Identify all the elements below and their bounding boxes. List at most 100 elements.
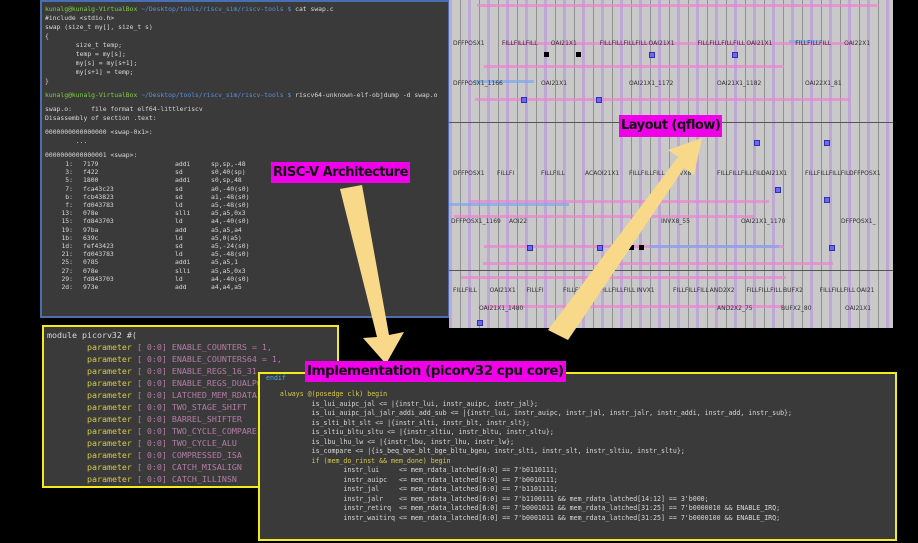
disasm-cell: s0,40(sp) xyxy=(211,168,246,177)
cell-label: FILLFILL xyxy=(563,287,587,294)
disasm-cell: a5,a5,0x3 xyxy=(211,209,246,218)
cell-label: DFFPOSX1_1169 xyxy=(451,218,501,225)
disasm-cell: sd xyxy=(175,242,183,251)
cell-label: OAI21X1_1170 xyxy=(741,218,786,225)
metal-route xyxy=(461,276,786,279)
disasm-cell: ld xyxy=(175,250,183,259)
code-line: is_lbu_lhu_lw <= |{instr_lbu, instr_lhu,… xyxy=(264,438,891,448)
cell-label: AOI22 xyxy=(509,218,528,225)
disasm-cell: sd xyxy=(175,168,183,177)
implementation-code: endif always @(posedge clk) begin is_lui… xyxy=(258,372,897,541)
terminal-line: swap (size_t my[], size_t s) xyxy=(45,23,445,32)
disasm-cell: 5: xyxy=(65,176,73,185)
terminal-line: #include <stdio.h> xyxy=(45,14,445,23)
range: [ 0:0] xyxy=(136,438,167,448)
keyword: parameter xyxy=(86,366,132,376)
via xyxy=(477,320,483,326)
label-riscv-architecture: RISC-V Architecture xyxy=(271,162,410,183)
disasm-cell: 639c xyxy=(83,233,99,242)
source-line: my[s] = my[s+1]; xyxy=(45,59,138,67)
cell-label: DFFPOSX1_1166 xyxy=(453,80,503,87)
disasm-cell: addi xyxy=(175,176,191,185)
range: [ 0:0] xyxy=(136,402,167,412)
disasm-cell: a5,a5,a4 xyxy=(211,225,242,234)
cell-label: FILLFI xyxy=(526,287,544,294)
disasm-cell: 2d: xyxy=(61,283,73,292)
arrow-riscv-to-implementation xyxy=(340,185,404,364)
parameter-line: parameter [ 0:0] ENABLE_REGS_16_31 xyxy=(47,365,334,377)
prompt-user: kunalg@kunalg-VirtualBox xyxy=(45,5,138,13)
terminal-line: kunalg@kunalg-VirtualBox ~/Desktop/tools… xyxy=(45,5,445,14)
prompt-user: kunalg@kunalg-VirtualBox xyxy=(45,91,138,99)
cell-label: DFFPOSX1_ xyxy=(841,218,876,225)
via xyxy=(775,187,781,193)
disasm-cell: a5,a5,1 xyxy=(211,258,238,267)
disasm-cell: 19: xyxy=(61,225,73,234)
cell-label: BUFX2 xyxy=(783,287,803,294)
terminal-line: Disassembly of section .text: xyxy=(45,114,445,123)
disasm-cell: 3: xyxy=(65,168,73,177)
disasm-cell: ld xyxy=(175,217,183,226)
range: [ 0:0] xyxy=(136,426,167,436)
parameter-line: parameter [ 0:0] TWO_CYCLE_ALU xyxy=(47,437,334,449)
code-line: instr_retirq <= mem_rdata_latched[6:0] =… xyxy=(264,504,891,514)
disasm-cell: 21: xyxy=(61,250,73,259)
prompt-path: ~/Desktop/tools/riscv_sim/riscv-tools $ xyxy=(137,91,296,99)
metal-route xyxy=(469,200,769,203)
code-text: is_sltiu_bltu_sltu <= |{instr_sltiu, ins… xyxy=(311,428,554,436)
source-line: { xyxy=(45,32,49,40)
code-line: is_sltiu_bltu_sltu <= |{instr_sltiu, ins… xyxy=(264,428,891,438)
disasm-cell: fca43c23 xyxy=(83,184,114,193)
range: [ 0:0] xyxy=(136,366,167,376)
code-text: is_lbu_lhu_lw <= |{instr_lbu, instr_lhu,… xyxy=(311,437,515,446)
endif-text: endif xyxy=(266,374,286,382)
code-text: is_lui_auipc_jal_jalr_addi_add_sub <= |{… xyxy=(311,409,792,417)
code-line: instr_waitirq <= mem_rdata_latched[6:0] … xyxy=(264,514,891,524)
disasm-cell: 7179 xyxy=(83,160,99,168)
code-text: is_lui_auipc_jal <= |{instr_lui, instr_a… xyxy=(311,399,538,408)
code-text: is_compare <= |{is_beq_bne_blt_bge_bltu_… xyxy=(311,447,685,455)
cell-label: INVX8 xyxy=(673,170,692,177)
disasm-cell: a1,-48(s0) xyxy=(211,192,250,201)
via xyxy=(527,245,533,251)
disasm-cell: fd843703 xyxy=(83,217,114,226)
param-name: TWO_CYCLE_COMPARE xyxy=(171,426,257,436)
code-line: instr_jal <= mem_rdata_latched[6:0] == 7… xyxy=(264,485,891,495)
terminal-window[interactable]: kunalg@kunalg-VirtualBox ~/Desktop/tools… xyxy=(40,0,450,318)
disasm-cell: fcb43823 xyxy=(83,192,114,201)
code-text: always @(posedge clk) begin xyxy=(279,390,388,398)
cell-label: OAI21X1 xyxy=(550,40,577,47)
param-name: TWO_CYCLE_ALU xyxy=(171,438,237,448)
code-line: is_lui_auipc_jal_jalr_addi_add_sub <= |{… xyxy=(264,409,891,419)
via xyxy=(732,52,738,58)
code-text: instr_waitirq <= mem_rdata_latched[6:0] … xyxy=(343,513,781,522)
code-text: instr_jal <= mem_rdata_latched[6:0] == 7… xyxy=(343,485,558,493)
keyword: parameter xyxy=(86,474,132,484)
terminal-line: ... xyxy=(45,137,445,146)
disasm-cell: ld xyxy=(175,201,183,210)
section-header: Disassembly of section .text: xyxy=(45,114,157,122)
code-text: is_slti_blt_slt <= |{instr_slti, instr_b… xyxy=(311,418,530,427)
parameter-line: parameter [ 0:0] TWO_CYCLE_COMPARE xyxy=(47,425,334,437)
range: [ 0:0] xyxy=(136,414,167,424)
terminal-line: { xyxy=(45,32,445,41)
cell-label: FILLFILLFILL xyxy=(819,287,856,294)
disasm-cell: add xyxy=(175,225,187,234)
range: [ 0:0] xyxy=(136,378,167,388)
module-header: module picorv32 #( xyxy=(47,329,334,341)
via xyxy=(824,140,830,146)
metal-route xyxy=(649,245,779,248)
code-line: instr_auipc <= mem_rdata_latched[6:0] ==… xyxy=(264,476,891,486)
metal-route xyxy=(484,305,784,308)
cell-label: OAI21X1_1172 xyxy=(629,80,674,87)
terminal-line: kunalg@kunalg-VirtualBox ~/Desktop/tools… xyxy=(45,91,445,100)
disasm-cell: a4,a4,a5 xyxy=(211,283,242,292)
row-boundary xyxy=(449,270,893,271)
cell-label: FILLFILLFILL xyxy=(629,170,665,177)
